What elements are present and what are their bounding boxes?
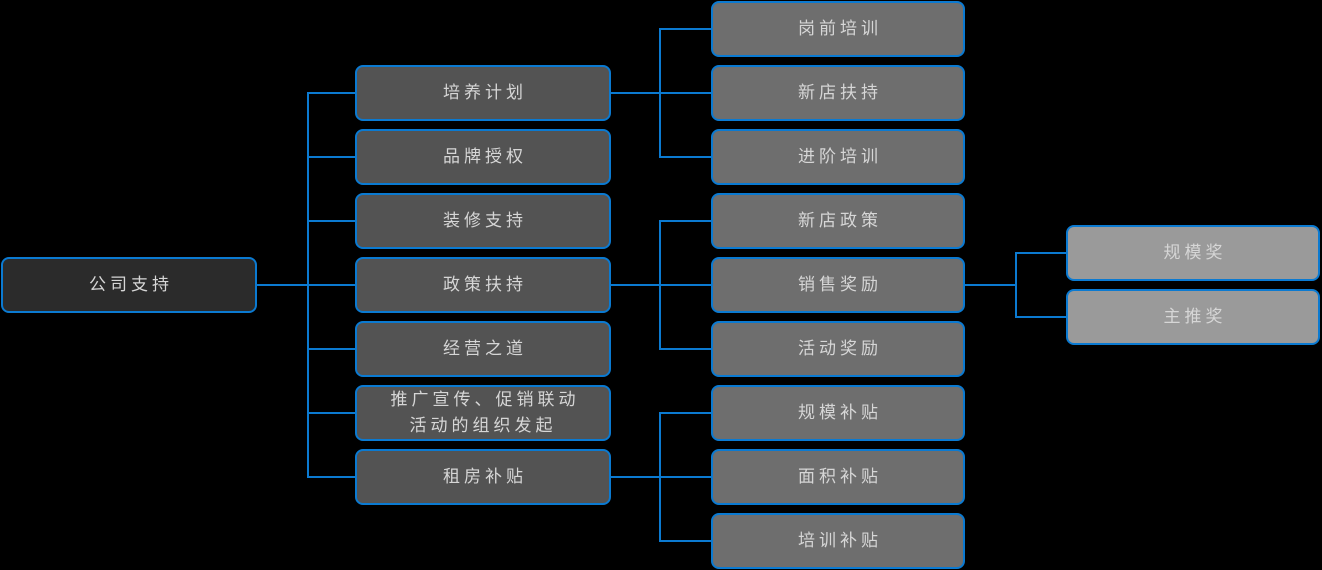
edge-root-trunk (256, 284, 309, 286)
edge-to-level1-1 (307, 156, 355, 158)
node-level1-tuiguangxuanchuan[interactable]: 推广宣传、促销联动 活动的组织发起 (355, 385, 611, 441)
edge-to-level1-0 (307, 92, 355, 94)
edge-peiyang-child-0 (659, 28, 711, 30)
node-level3-guimojiang[interactable]: 规模奖 (1066, 225, 1320, 281)
edge-xiaoshou-trunk (965, 284, 1017, 286)
edge-peiyang-child-2 (659, 156, 711, 158)
edge-xiaoshou-child-0 (1015, 252, 1068, 254)
node-level2-guimobutie[interactable]: 规模补贴 (711, 385, 965, 441)
edge-peiyang-child-1 (659, 92, 711, 94)
edge-to-level1-3 (307, 284, 355, 286)
edge-xiaoshou-spine (1015, 252, 1017, 318)
edge-zhengce-child-0 (659, 220, 711, 222)
node-level2-jinjiepeixun[interactable]: 进阶培训 (711, 129, 965, 185)
node-root[interactable]: 公司支持 (1, 257, 257, 313)
edge-zhengce-child-1 (659, 284, 711, 286)
node-level2-xindianzhengce[interactable]: 新店政策 (711, 193, 965, 249)
edge-zhengce-trunk (611, 284, 660, 286)
node-level2-huodongjiangli[interactable]: 活动奖励 (711, 321, 965, 377)
node-level1-zhuangxiuzhichi[interactable]: 装修支持 (355, 193, 611, 249)
node-level1-jingyingzhidao[interactable]: 经营之道 (355, 321, 611, 377)
edge-zufang-child-2 (659, 540, 711, 542)
edge-to-level1-2 (307, 220, 355, 222)
edge-zufang-child-0 (659, 412, 711, 414)
node-level1-zufangbutie[interactable]: 租房补贴 (355, 449, 611, 505)
node-level1-peiyangjihua[interactable]: 培养计划 (355, 65, 611, 121)
edge-to-level1-5 (307, 412, 355, 414)
node-level2-xiaoshoujiangli[interactable]: 销售奖励 (711, 257, 965, 313)
node-level2-xindianfuchi[interactable]: 新店扶持 (711, 65, 965, 121)
node-level3-zhutuijiang[interactable]: 主推奖 (1066, 289, 1320, 345)
edge-to-level1-6 (307, 476, 355, 478)
node-level1-zhengcefuchi[interactable]: 政策扶持 (355, 257, 611, 313)
edge-peiyang-trunk (611, 92, 660, 94)
node-level2-mianjibutie[interactable]: 面积补贴 (711, 449, 965, 505)
edge-zhengce-child-2 (659, 348, 711, 350)
edge-zufang-child-1 (659, 476, 711, 478)
edge-xiaoshou-child-1 (1015, 316, 1068, 318)
node-level2-gangqianpeixun[interactable]: 岗前培训 (711, 1, 965, 57)
node-level2-peixunbutie[interactable]: 培训补贴 (711, 513, 965, 569)
node-level1-pinpaishouquan[interactable]: 品牌授权 (355, 129, 611, 185)
edge-to-level1-4 (307, 348, 355, 350)
edge-zufang-trunk (611, 476, 660, 478)
